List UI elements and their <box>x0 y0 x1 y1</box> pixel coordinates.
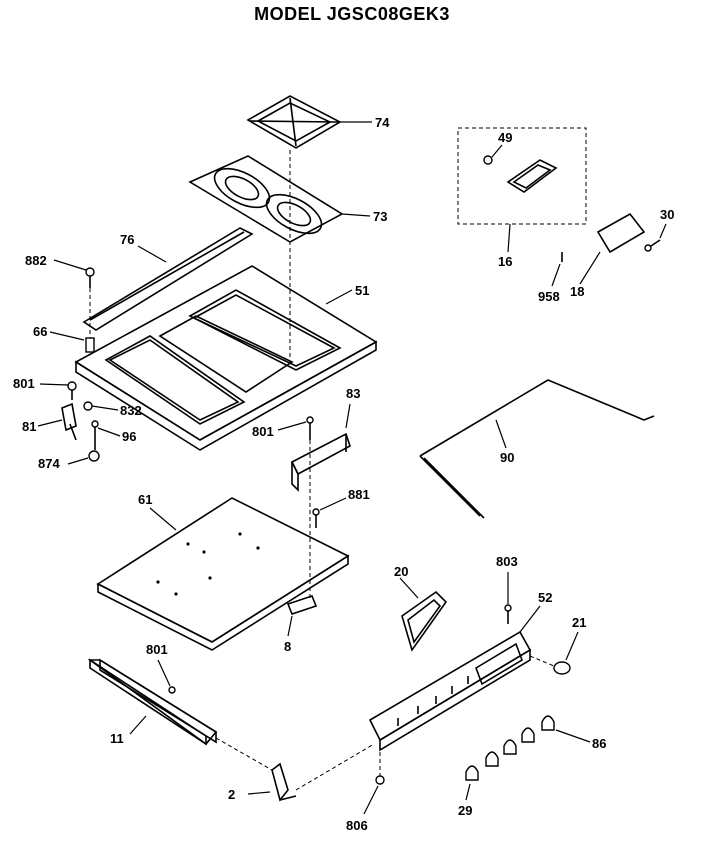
label-882: 882 <box>25 253 47 268</box>
knob-set-part <box>465 715 555 781</box>
label-73: 73 <box>373 209 387 224</box>
trim-strip-part <box>82 227 254 331</box>
label-83: 83 <box>346 386 360 401</box>
handle-part <box>401 590 448 652</box>
label-74: 74 <box>375 115 390 130</box>
control-panel-part <box>368 630 532 752</box>
label-874: 874 <box>38 456 60 471</box>
cooktop-part <box>74 265 378 451</box>
label-49: 49 <box>498 130 512 145</box>
label-18: 18 <box>570 284 584 299</box>
vent-trim-part <box>87 658 218 746</box>
label-8: 8 <box>284 639 291 654</box>
label-52: 52 <box>538 590 552 605</box>
support-bracket-part <box>290 432 351 492</box>
label-20: 20 <box>394 564 408 579</box>
label-29: 29 <box>458 803 472 818</box>
label-66: 66 <box>33 324 47 339</box>
label-881: 881 <box>348 487 370 502</box>
label-958: 958 <box>538 289 560 304</box>
burner-plate-part <box>188 155 344 243</box>
label-16: 16 <box>498 254 512 269</box>
label-11: 11 <box>110 731 124 746</box>
label-801: 801 <box>13 376 35 391</box>
label-76: 76 <box>120 232 134 247</box>
tray-part <box>96 497 350 651</box>
label-806: 806 <box>346 818 368 833</box>
label-801c: 801 <box>146 642 168 657</box>
label-2: 2 <box>228 787 235 802</box>
label-21: 21 <box>572 615 586 630</box>
grate-part <box>246 95 342 149</box>
label-81: 81 <box>22 419 36 434</box>
label-803: 803 <box>496 554 518 569</box>
label-30: 30 <box>660 207 674 222</box>
bracket-part <box>61 402 77 441</box>
label-90: 90 <box>500 450 514 465</box>
end-bracket-part <box>271 762 297 802</box>
label-801b: 801 <box>252 424 274 439</box>
diagram-title: MODEL JGSC08GEK3 <box>254 4 450 24</box>
badge-part <box>506 159 558 193</box>
label-61: 61 <box>138 492 152 507</box>
label-51: 51 <box>355 283 369 298</box>
label-96: 96 <box>122 429 136 444</box>
label-832: 832 <box>120 403 142 418</box>
label-86: 86 <box>592 736 606 751</box>
rod-part <box>419 379 655 519</box>
